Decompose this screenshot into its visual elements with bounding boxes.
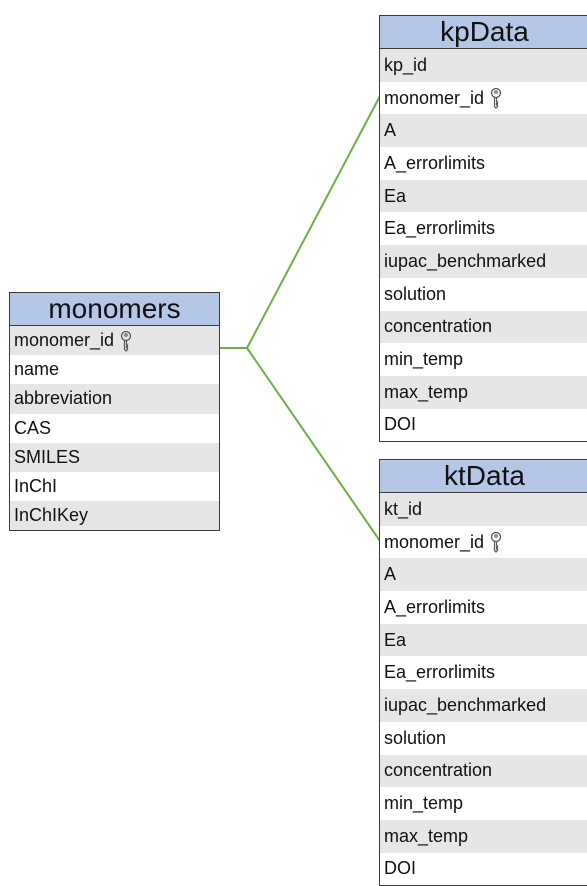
field-row-ea[interactable]: Ea — [380, 179, 587, 213]
table-title: kpData — [380, 16, 587, 49]
key-icon — [118, 330, 134, 352]
field-row-iupac-benchmarked[interactable]: iupac_benchmarked — [380, 245, 587, 278]
field-row-a[interactable]: A — [380, 558, 587, 592]
field-name: abbreviation — [14, 388, 113, 409]
field-row-monomer-id[interactable]: monomer_id — [10, 326, 219, 356]
field-name: monomer_id — [14, 330, 115, 351]
field-row-ea-errorlimits[interactable]: Ea_errorlimits — [380, 212, 587, 245]
field-name: Ea_errorlimits — [384, 662, 496, 683]
field-row-monomer-id[interactable]: monomer_id — [380, 526, 587, 559]
field-row-min-temp[interactable]: min_temp — [380, 787, 587, 820]
field-row-iupac-benchmarked[interactable]: iupac_benchmarked — [380, 689, 587, 722]
field-name: SMILES — [14, 446, 81, 467]
field-row-a-errorlimits[interactable]: A_errorlimits — [380, 591, 587, 624]
field-name: DOI — [384, 858, 417, 879]
field-name: A — [384, 120, 397, 141]
field-name: Ea — [384, 185, 407, 206]
field-name: max_temp — [384, 381, 469, 402]
field-row-smiles[interactable]: SMILES — [10, 442, 219, 472]
field-row-max-temp[interactable]: max_temp — [380, 819, 587, 853]
field-row-min-temp[interactable]: min_temp — [380, 343, 587, 376]
field-name: iupac_benchmarked — [384, 250, 547, 271]
field-row-solution[interactable]: solution — [380, 722, 587, 755]
field-name: DOI — [384, 414, 417, 435]
field-name: monomer_id — [384, 531, 485, 552]
field-row-kt-id[interactable]: kt_id — [380, 493, 587, 526]
field-name: name — [14, 359, 60, 380]
field-name: A_errorlimits — [384, 596, 486, 617]
field-row-a[interactable]: A — [380, 114, 587, 148]
field-row-inchi[interactable]: InChI — [10, 472, 219, 501]
field-name: InChIKey — [14, 505, 89, 526]
field-name: max_temp — [384, 825, 469, 846]
link-monomers-to-ktdata — [246, 347, 381, 542]
field-name: concentration — [384, 760, 493, 781]
field-name: Ea — [384, 629, 407, 650]
field-row-inchikey[interactable]: InChIKey — [10, 501, 219, 531]
field-row-ea[interactable]: Ea — [380, 623, 587, 657]
field-row-concentration[interactable]: concentration — [380, 310, 587, 344]
key-icon — [488, 87, 504, 109]
field-row-ea-errorlimits[interactable]: Ea_errorlimits — [380, 656, 587, 689]
field-row-concentration[interactable]: concentration — [380, 754, 587, 788]
field-name: InChI — [14, 476, 58, 497]
field-name: monomer_id — [384, 87, 485, 108]
field-name: kp_id — [384, 54, 428, 75]
field-row-doi[interactable]: DOI — [380, 853, 587, 886]
field-row-a-errorlimits[interactable]: A_errorlimits — [380, 147, 587, 180]
field-row-doi[interactable]: DOI — [380, 409, 587, 442]
field-row-monomer-id[interactable]: monomer_id — [380, 82, 587, 115]
field-name: kt_id — [384, 498, 423, 519]
field-name: concentration — [384, 316, 493, 337]
field-row-solution[interactable]: solution — [380, 278, 587, 311]
key-icon — [488, 531, 504, 553]
field-name: Ea_errorlimits — [384, 218, 496, 239]
link-monomers-to-kpdata — [219, 95, 381, 349]
field-name: min_temp — [384, 793, 464, 814]
field-row-name[interactable]: name — [10, 355, 219, 384]
table-title: monomers — [10, 293, 219, 326]
field-name: A — [384, 564, 397, 585]
field-row-max-temp[interactable]: max_temp — [380, 375, 587, 409]
field-row-cas[interactable]: CAS — [10, 414, 219, 443]
field-name: solution — [384, 283, 447, 304]
field-name: min_temp — [384, 349, 464, 370]
field-row-kp-id[interactable]: kp_id — [380, 49, 587, 82]
field-name: solution — [384, 727, 447, 748]
table-title: ktData — [380, 460, 587, 493]
field-name: CAS — [14, 417, 52, 438]
field-row-abbreviation[interactable]: abbreviation — [10, 384, 219, 414]
field-name: A_errorlimits — [384, 152, 486, 173]
field-name: iupac_benchmarked — [384, 694, 547, 715]
